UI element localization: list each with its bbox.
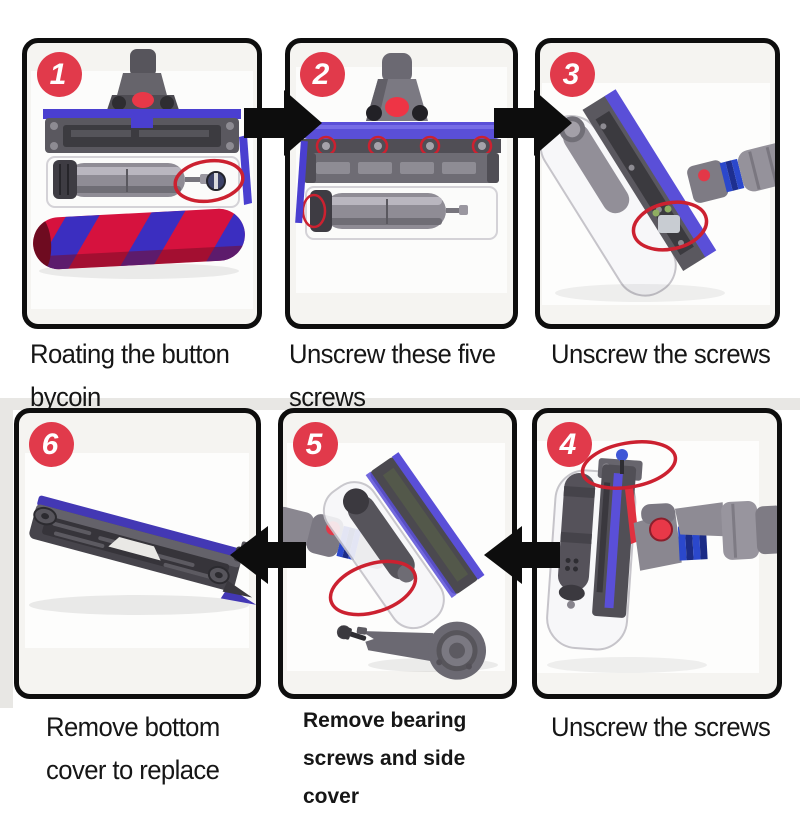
step-2-badge: 2 bbox=[300, 52, 345, 97]
annotation-circle bbox=[328, 559, 418, 617]
annotation-circle bbox=[301, 193, 327, 229]
step-1-number: 1 bbox=[49, 57, 67, 91]
motor-cylinder bbox=[563, 123, 630, 214]
step-3-caption: Unscrew the screws bbox=[551, 339, 771, 369]
chassis-top bbox=[43, 109, 241, 153]
bottom-cover-plate bbox=[29, 495, 256, 605]
screw-row bbox=[302, 135, 501, 157]
step-5-badge: 5 bbox=[293, 422, 338, 467]
red-button bbox=[650, 518, 673, 541]
step-4-panel: 4 bbox=[532, 408, 782, 699]
swivel-neck bbox=[107, 49, 179, 110]
red-button bbox=[698, 169, 711, 182]
step-3-badge: 3 bbox=[550, 52, 595, 97]
arrow-right-icon-1 bbox=[244, 90, 322, 156]
chassis-body bbox=[304, 153, 499, 183]
step-2-number: 2 bbox=[312, 57, 330, 91]
step-4-number: 4 bbox=[559, 427, 577, 461]
bearing-pin bbox=[616, 449, 628, 461]
attachment-neck bbox=[633, 500, 777, 571]
motor-tray bbox=[46, 156, 240, 208]
row-divider-band bbox=[0, 398, 800, 410]
left-margin-strip bbox=[0, 398, 13, 708]
step-3-photo bbox=[540, 83, 775, 305]
loose-screw bbox=[336, 625, 367, 641]
step-5-photo bbox=[283, 443, 505, 680]
step-3-number: 3 bbox=[562, 57, 580, 91]
motor-cylinder bbox=[347, 495, 415, 580]
step-6-panel: 6 bbox=[14, 408, 261, 699]
bin-edge-strip bbox=[239, 135, 252, 205]
step-5-caption: Remove bearing screws and side cover bbox=[303, 709, 467, 808]
red-button bbox=[385, 97, 409, 117]
arrow-left-icon-1 bbox=[230, 526, 306, 584]
swivel-neck bbox=[366, 53, 428, 121]
arrow-left-icon-2 bbox=[484, 526, 560, 584]
step-6-caption: Remove bottom cover to replace bbox=[46, 712, 220, 785]
step-2-photo bbox=[292, 53, 511, 293]
step-2-caption: Unscrew these five screws bbox=[289, 339, 496, 412]
step-4-badge: 4 bbox=[547, 422, 592, 467]
step-6-badge: 6 bbox=[29, 422, 74, 467]
annotation-circle bbox=[580, 440, 678, 490]
step-5-number: 5 bbox=[305, 427, 323, 461]
bin-edge-strip bbox=[295, 140, 308, 224]
step-2-panel: 2 bbox=[285, 38, 518, 329]
step-4-caption: Unscrew the screws bbox=[551, 712, 771, 742]
roller-brush bbox=[31, 207, 247, 271]
red-button bbox=[132, 92, 154, 108]
step-1-caption: Roating the button bycoin bbox=[30, 339, 230, 412]
step-1-panel: 1 bbox=[22, 38, 262, 329]
arrow-right-icon-2 bbox=[494, 90, 572, 156]
vacuum-head-open bbox=[322, 452, 485, 630]
motor-tray bbox=[301, 186, 498, 240]
step-1-badge: 1 bbox=[37, 52, 82, 97]
step-6-photo bbox=[25, 453, 256, 648]
roller-bar bbox=[292, 122, 511, 139]
step-5-panel: 5 bbox=[278, 408, 517, 699]
step-4-photo bbox=[537, 440, 777, 673]
latch-detail bbox=[652, 205, 680, 233]
step-1-photo bbox=[31, 49, 253, 309]
side-cover-part bbox=[356, 621, 487, 680]
attachment-neck bbox=[687, 143, 775, 203]
motor-cylinder bbox=[558, 473, 596, 609]
step-3-panel: 3 bbox=[535, 38, 780, 329]
step-6-number: 6 bbox=[41, 427, 59, 461]
annotation-circle bbox=[631, 200, 709, 252]
annotation-circle bbox=[173, 158, 245, 204]
